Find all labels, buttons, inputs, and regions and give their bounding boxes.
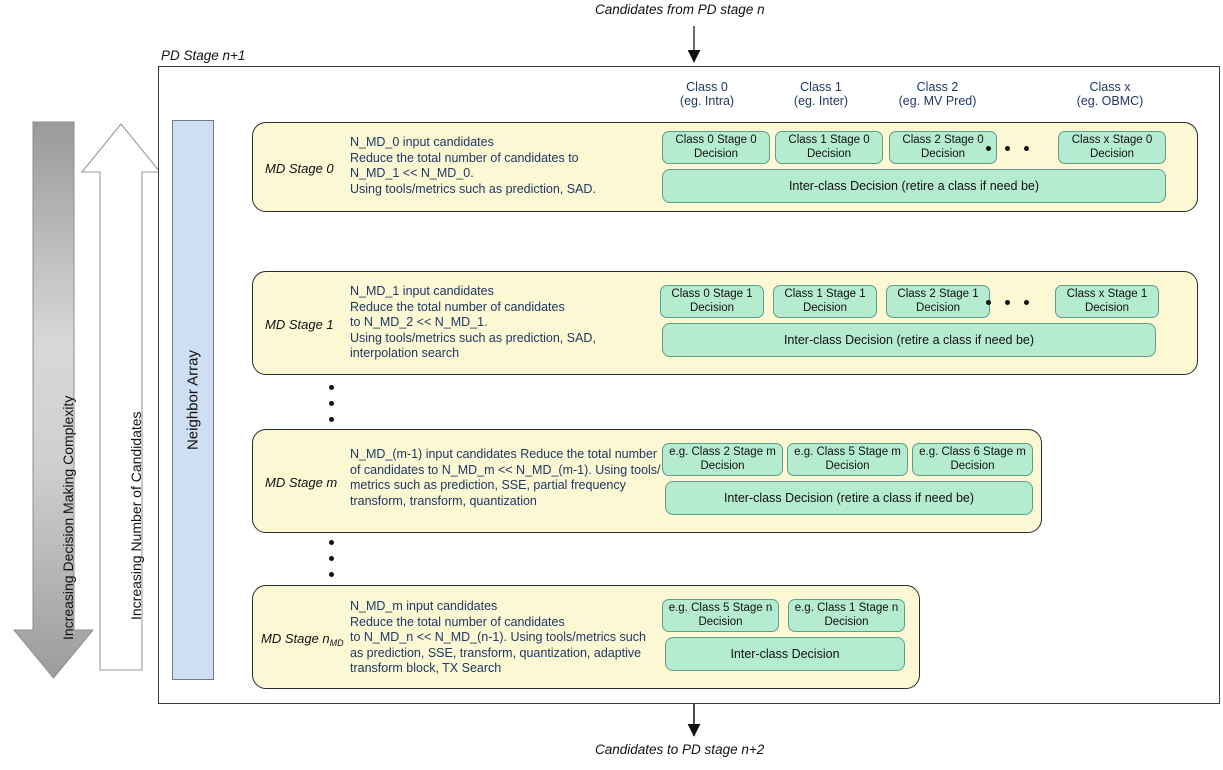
pd-stage-label: PD Stage n+1 bbox=[161, 48, 246, 63]
column-header-example: (eg. Inter) bbox=[793, 94, 849, 108]
md-stage-1: MD Stage 1 N_MD_1 input candidates Reduc… bbox=[252, 271, 1198, 375]
ellipsis-stage0 bbox=[986, 146, 1029, 151]
complexity-axis-label: Increasing Decision Making Complexity bbox=[60, 395, 76, 640]
column-header-title: Class 1 bbox=[800, 80, 842, 94]
decision-class5-stagen[interactable]: e.g. Class 5 Stage n Decision bbox=[662, 599, 779, 632]
decision-class2-stagem[interactable]: e.g. Class 2 Stage m Decision bbox=[662, 443, 783, 476]
neighbor-array: Neighbor Array bbox=[172, 120, 214, 680]
column-header-title: Class x bbox=[1089, 80, 1131, 94]
md-stage-1-description: N_MD_1 input candidates Reduce the total… bbox=[350, 284, 596, 360]
column-header-class-2: Class 2 (eg. MV Pred) bbox=[880, 80, 995, 108]
bottom-caption: Candidates to PD stage n+2 bbox=[595, 742, 765, 757]
md-stage-n-description: N_MD_m input candidates Reduce the total… bbox=[350, 599, 646, 675]
column-header-example: (eg. Intra) bbox=[679, 94, 735, 108]
column-header-title: Class 0 bbox=[686, 80, 728, 94]
top-caption: Candidates from PD stage n bbox=[595, 2, 765, 17]
decision-classx-stage0[interactable]: Class x Stage 0 Decision bbox=[1058, 131, 1166, 164]
md-stage-m-name: MD Stage m bbox=[265, 475, 337, 490]
decision-class2-stage0[interactable]: Class 2 Stage 0 Decision bbox=[889, 131, 997, 164]
ellipsis-stage1 bbox=[986, 300, 1029, 305]
stage-name-text: MD Stage 1 bbox=[265, 317, 334, 332]
decision-class1-stage0[interactable]: Class 1 Stage 0 Decision bbox=[775, 131, 883, 164]
decision-class0-stage1[interactable]: Class 0 Stage 1 Decision bbox=[660, 285, 764, 318]
decision-classx-stage1[interactable]: Class x Stage 1 Decision bbox=[1055, 285, 1159, 318]
interclass-decision-stagen[interactable]: Inter-class Decision bbox=[665, 637, 905, 671]
complexity-arrow-shape bbox=[12, 121, 95, 679]
candidates-axis-label: Increasing Number of Candidates bbox=[128, 411, 144, 620]
md-stage-0: MD Stage 0 N_MD_0 input candidates Reduc… bbox=[252, 122, 1198, 212]
md-stage-0-name: MD Stage 0 bbox=[265, 161, 334, 176]
column-header-class-1: Class 1 (eg. Inter) bbox=[766, 80, 876, 108]
decision-class1-stagen[interactable]: e.g. Class 1 Stage n Decision bbox=[788, 599, 905, 632]
column-header-class-x: Class x (eg. OBMC) bbox=[1055, 80, 1165, 108]
interclass-decision-stagem[interactable]: Inter-class Decision (retire a class if … bbox=[665, 481, 1033, 515]
vertical-ellipsis-1 bbox=[329, 385, 334, 422]
decision-class6-stagem[interactable]: e.g. Class 6 Stage m Decision bbox=[912, 443, 1033, 476]
neighbor-array-label: Neighbor Array bbox=[184, 349, 202, 451]
stage-name-subscript: MD bbox=[329, 638, 344, 648]
column-header-example: (eg. MV Pred) bbox=[898, 94, 977, 108]
interclass-decision-stage1[interactable]: Inter-class Decision (retire a class if … bbox=[662, 323, 1156, 357]
md-stage-n-name: MD Stage nMD bbox=[261, 631, 344, 648]
md-stage-m: MD Stage m N_MD_(m-1) input candidates R… bbox=[252, 429, 1042, 533]
column-header-title: Class 2 bbox=[916, 80, 959, 94]
decision-class2-stage1[interactable]: Class 2 Stage 1 Decision bbox=[886, 285, 990, 318]
decision-class1-stage1[interactable]: Class 1 Stage 1 Decision bbox=[773, 285, 877, 318]
stage-name-text: MD Stage m bbox=[265, 475, 338, 490]
md-stage-n: MD Stage nMD N_MD_m input candidates Red… bbox=[252, 585, 920, 689]
decision-class5-stagem[interactable]: e.g. Class 5 Stage m Decision bbox=[787, 443, 908, 476]
md-stage-0-description: N_MD_0 input candidates Reduce the total… bbox=[350, 135, 596, 196]
candidates-arrow-shape bbox=[80, 123, 162, 671]
stage-name-text: MD Stage 0 bbox=[265, 161, 334, 176]
md-stage-m-description: N_MD_(m-1) input candidates Reduce the t… bbox=[350, 447, 661, 508]
column-header-example: (eg. OBMC) bbox=[1076, 94, 1144, 108]
md-stage-1-name: MD Stage 1 bbox=[265, 317, 334, 332]
column-header-class-0: Class 0 (eg. Intra) bbox=[652, 80, 762, 108]
vertical-ellipsis-2 bbox=[329, 540, 334, 577]
decision-class0-stage0[interactable]: Class 0 Stage 0 Decision bbox=[662, 131, 770, 164]
stage-name-text: MD Stage n bbox=[261, 631, 330, 646]
interclass-decision-stage0[interactable]: Inter-class Decision (retire a class if … bbox=[662, 169, 1166, 203]
